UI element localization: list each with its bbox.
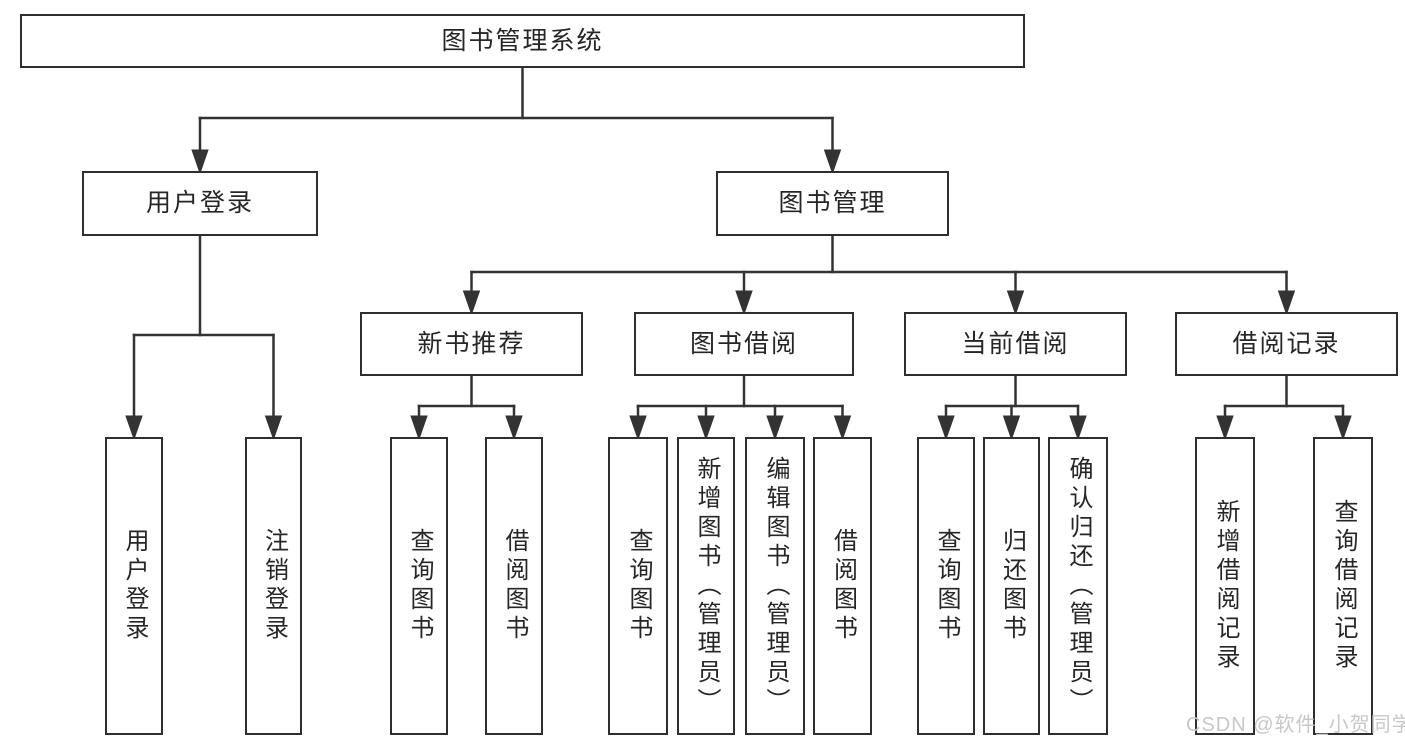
node-return-book: 归还图书 [983,437,1040,735]
node-label-borrow-book-1: 借阅图书 [501,528,528,644]
node-logout: 注销登录 [245,437,302,735]
node-user-login: 用户登录 [105,437,163,735]
node-label-query-book-1: 查询图书 [406,528,433,644]
node-label-query-book-3: 查询图书 [933,528,960,644]
node-label-borrowing-records: 借阅记录 [1232,329,1341,358]
node-label-root: 图书管理系统 [441,26,604,55]
node-borrow-book-2: 借阅图书 [813,437,872,735]
node-label-book-borrowing: 图书借阅 [689,329,798,358]
node-label-book-management: 图书管理 [778,189,887,217]
node-user-login-group: 用户登录 [82,171,318,236]
node-query-book-1: 查询图书 [390,437,448,735]
node-label-query-book-2: 查询图书 [625,528,652,644]
node-edit-book-admin: 编辑图书（管理员） [745,437,805,735]
node-label-logout: 注销登录 [260,528,288,644]
node-query-book-2: 查询图书 [608,437,668,735]
node-root: 图书管理系统 [20,14,1025,68]
node-label-edit-book-admin: 编辑图书（管理员） [762,455,789,717]
node-label-new-book-recommend: 新书推荐 [417,329,526,358]
node-label-query-borrow-record: 查询借阅记录 [1330,499,1357,673]
node-label-return-book: 归还图书 [998,528,1026,644]
watermark: CSDN @软件_小贺同学 [1186,714,1405,736]
node-label-current-borrowing: 当前借阅 [961,329,1070,358]
node-confirm-return-admin: 确认归还（管理员） [1048,437,1108,735]
node-query-book-3: 查询图书 [917,437,975,735]
node-current-borrowing: 当前借阅 [904,312,1127,376]
node-label-user-login-group: 用户登录 [145,189,254,217]
node-add-borrow-record: 新增借阅记录 [1195,437,1255,735]
node-borrowing-records: 借阅记录 [1175,312,1398,376]
node-label-confirm-return-admin: 确认归还（管理员） [1065,455,1092,717]
node-label-borrow-book-2: 借阅图书 [829,528,857,644]
node-label-add-borrow-record: 新增借阅记录 [1212,499,1239,673]
node-new-book-recommend: 新书推荐 [360,312,583,376]
node-query-borrow-record: 查询借阅记录 [1313,437,1373,735]
node-label-user-login: 用户登录 [121,528,148,644]
node-add-book-admin: 新增图书（管理员） [677,437,735,735]
node-book-management: 图书管理 [716,171,949,236]
node-borrow-book-1: 借阅图书 [485,437,543,735]
node-label-add-book-admin: 新增图书（管理员） [693,455,720,717]
node-book-borrowing: 图书借阅 [634,312,854,376]
